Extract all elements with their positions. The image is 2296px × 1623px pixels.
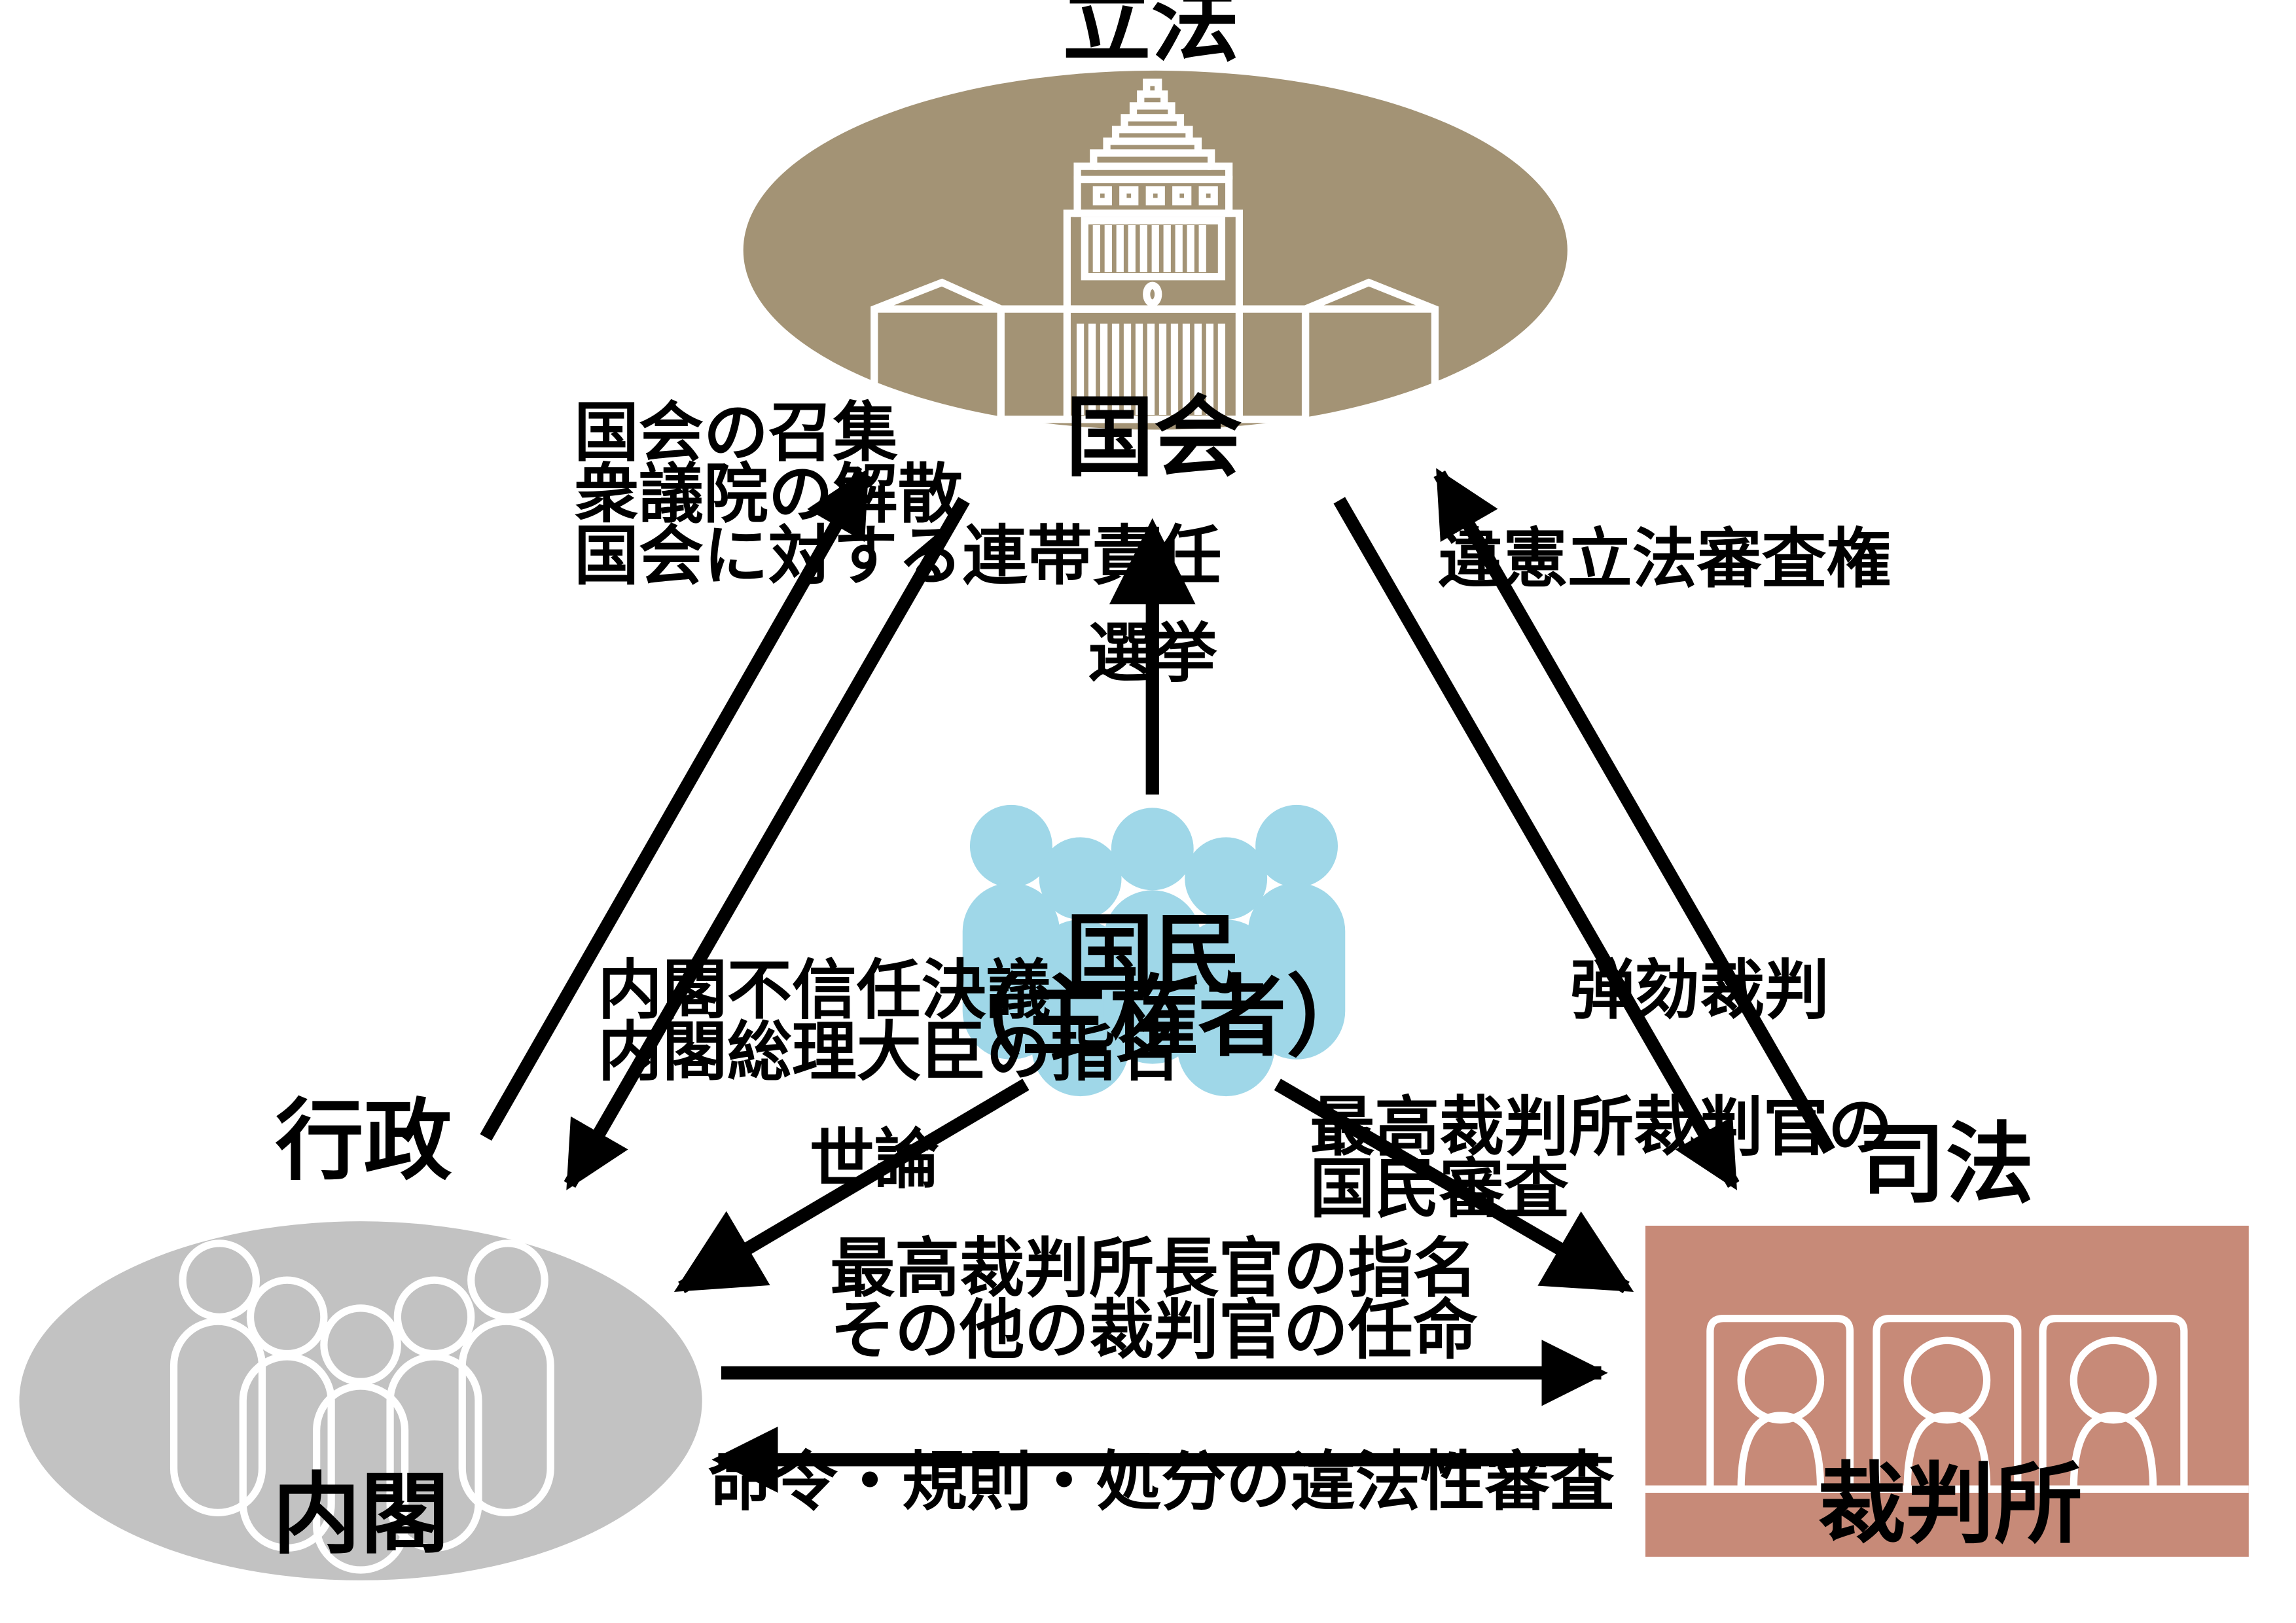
legislative-branch: 立法 国会 (743, 0, 1568, 489)
label-review-line1: 最高裁判所裁判官の (1310, 1090, 1892, 1165)
diet-label: 国会 (1066, 386, 1242, 489)
sovereign-label: （主権者） (933, 966, 1374, 1069)
relation-labels: 国会の召集 衆議院の解散 国会に対する連帯責任 内閣不信任決議 内閣総理大臣の指… (574, 395, 1893, 1520)
diet-to-court-arrow (1333, 497, 1740, 1190)
label-public-opinion: 世論 (810, 1122, 939, 1197)
cabinet-members-icon (170, 1240, 554, 1574)
executive-branch: 行政 内閣 (19, 1090, 702, 1580)
cabinet-to-diet-arrow (480, 468, 872, 1141)
judicial-branch: 司法 裁判所 (1645, 1113, 2249, 1557)
diet-to-cabinet-arrow (564, 497, 970, 1190)
people-review-arrow (1274, 1079, 1634, 1294)
label-pm-designation: 内閣総理大臣の指名 (598, 1014, 1180, 1090)
executive-heading: 行政 (276, 1090, 452, 1192)
label-impeachment: 弾劾裁判 (1570, 953, 1829, 1028)
court-to-diet-arrow (1433, 468, 1835, 1154)
label-legality-review: 命令・規則・処分の違法性審査 (708, 1444, 1615, 1520)
diet-building-icon (870, 79, 1439, 423)
label-review-line2: 国民審査 (1310, 1151, 1569, 1226)
judges-icon (1645, 1314, 2249, 1493)
people-label: 国民 (1066, 904, 1242, 1007)
label-joint-responsibility: 国会に対する連帯責任 (574, 519, 1221, 594)
label-judicial-review: 違憲立法審査権 (1438, 522, 1891, 597)
label-judge-appointment: その他の裁判官の任命 (830, 1293, 1477, 1368)
people-icon (962, 804, 1346, 1097)
label-dissolution: 衆議院の解散 (574, 457, 963, 532)
cabinet-label: 内閣 (272, 1463, 449, 1566)
label-election: 選挙 (1088, 616, 1218, 691)
label-chief-justice: 最高裁判所長官の指名 (830, 1231, 1477, 1306)
people-group: 国民 （主権者） (933, 804, 1374, 1097)
judicial-heading: 司法 (1857, 1113, 2034, 1216)
relation-arrows (480, 468, 1835, 1493)
court-label: 裁判所 (1818, 1453, 2083, 1556)
label-convocation: 国会の召集 (574, 395, 898, 471)
legislative-heading: 立法 (1063, 0, 1240, 74)
public-opinion-arrow (673, 1079, 1030, 1294)
label-no-confidence: 内閣不信任決議 (598, 953, 1050, 1028)
